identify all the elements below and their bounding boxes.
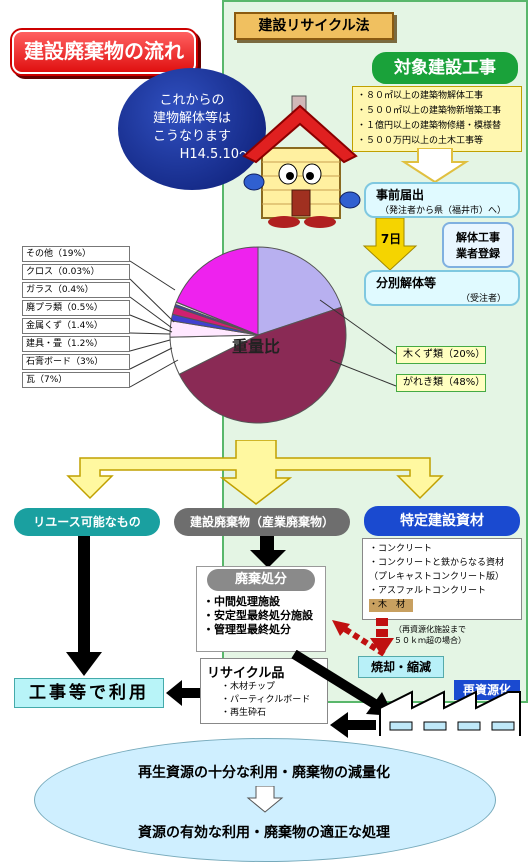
- recycle-products-list: ・木材チップ ・パーティクルボード ・再生砕石: [201, 681, 327, 720]
- target-works-item: ・１億円以上の建築物修繕・模様替: [357, 121, 502, 131]
- sorted-demolition-title: 分別解体等: [376, 276, 437, 290]
- legend-leader-line: [129, 260, 176, 291]
- pie-slice-10: [175, 246, 259, 336]
- industrial-waste-label: 建設廃棄物（産業廃棄物）: [174, 508, 350, 536]
- notice-title: 事前届出: [376, 188, 425, 202]
- factory-icon: [379, 690, 521, 736]
- legend-item: 木くず類（20%）: [396, 346, 486, 364]
- target-works-title: 対象建設工事: [372, 52, 518, 84]
- disposal-list: ・中間処理施設 ・安定型最終処分施設 ・管理型最終処分: [197, 591, 325, 637]
- reuse-down-arrow-icon: [66, 536, 102, 676]
- intro-bubble: これからの 建物解体等は こうなります H14.5.10〜: [118, 68, 266, 190]
- disposal-item: ・安定型最終処分施設: [203, 609, 313, 622]
- material-item: ・アスファルトコンクリート: [369, 586, 487, 596]
- legend-leader-line: [319, 299, 397, 355]
- specified-materials-title: 特定建設資材: [364, 506, 520, 536]
- legend-item: その他（19%）: [22, 246, 130, 262]
- pie-slice-1: [257, 246, 343, 336]
- material-item: （プレキャストコンクリート版）: [369, 572, 505, 582]
- target-works-list: ・８０㎡以上の建築物解体工事 ・５００㎡以上の建築物新増築工事 ・１億円以上の建…: [352, 86, 522, 152]
- material-item: ・コンクリート: [369, 544, 433, 554]
- construction-use-label: 工事等で利用: [14, 678, 164, 708]
- notice-box: 事前届出 （発注者から県（福井市）へ）: [364, 182, 520, 218]
- incineration-label: 焼却・縮減: [358, 656, 444, 678]
- bubble-line: こうなります: [152, 129, 231, 144]
- legend-leader-line: [129, 278, 175, 323]
- bubble-date: H14.5.10〜: [179, 147, 252, 162]
- recycle-products-title: リサイクル品: [207, 666, 285, 681]
- left-arrow-icon: [166, 680, 200, 706]
- pie-slice-9: [175, 301, 259, 336]
- legend-leader-line: [129, 332, 171, 335]
- legend-item: 金属くず（1.4%）: [22, 318, 130, 334]
- bubble-line: 建物解体等は: [152, 111, 231, 126]
- disposal-item: ・管理型最終処分: [203, 623, 291, 636]
- sorted-demolition-sub: （受注者）: [460, 294, 506, 304]
- house-mascot-icon: [242, 95, 361, 228]
- distance-note: （再資源化施設まで ５０ｋｍ超の場合）: [394, 624, 466, 646]
- specified-materials-list: ・コンクリート ・コンクリートと鉄からなる資材 （プレキャストコンクリート版） …: [362, 538, 522, 620]
- legend-leader-line: [129, 347, 173, 370]
- distance-line: （再資源化施設まで: [394, 625, 466, 634]
- material-down-arrow-icon: [370, 618, 394, 656]
- reuse-label: リユース可能なもの: [14, 508, 160, 536]
- legend-leader-line: [329, 359, 397, 387]
- disposal-box: 廃棄処分 ・中間処理施設 ・安定型最終処分施設 ・管理型最終処分: [196, 566, 326, 652]
- pie-slice-2: [178, 306, 347, 424]
- goal-line-2: 資源の有効な利用・廃棄物の適正な処理: [138, 825, 390, 841]
- waste-down-arrow-icon: [250, 536, 286, 568]
- demolition-registration-box: 解体工事 業者登録: [442, 222, 514, 268]
- legend-item: 瓦（7%）: [22, 372, 130, 388]
- registration-line: 業者登録: [456, 247, 500, 260]
- legend-item: 石膏ボード（3%）: [22, 354, 130, 370]
- material-item: ・木 材: [369, 599, 414, 612]
- sorted-demolition-box: 分別解体等 （受注者）: [364, 270, 520, 306]
- chart-title: 重量比: [232, 337, 281, 356]
- recycle-item: ・木材チップ: [221, 682, 276, 692]
- legend-leader-line: [129, 359, 179, 388]
- legend-item: クロス（0.03%）: [22, 264, 130, 280]
- legend-leader-line: [129, 339, 171, 352]
- legend-leader-line: [129, 314, 173, 333]
- seven-days-arrow-icon: [362, 218, 418, 271]
- weight-ratio-pie-chart: [129, 246, 397, 424]
- page-title: 建設廃棄物の流れ: [12, 30, 196, 74]
- legend-item: 建具・畳（1.2%）: [22, 336, 130, 352]
- recycle-item: ・パーティクルボード: [221, 695, 311, 705]
- split-arrows-icon: [66, 440, 444, 505]
- factory-left-arrow-icon: [330, 712, 376, 738]
- material-item: ・コンクリートと鉄からなる資材: [369, 558, 505, 568]
- legend-leader-line: [129, 296, 173, 329]
- bubble-line: これからの: [159, 93, 225, 108]
- legend-item: がれき類（48%）: [396, 374, 486, 392]
- recycling-law-label: 建設リサイクル法: [234, 12, 394, 40]
- notice-sub: （発注者から県（福井市）へ）: [380, 206, 507, 216]
- recycle-products-box: リサイクル品 ・木材チップ ・パーティクルボード ・再生砕石: [200, 658, 328, 724]
- down-arrow-icon: [400, 148, 470, 184]
- disposal-item: ・中間処理施設: [203, 595, 280, 608]
- registration-line: 解体工事: [456, 231, 500, 244]
- disposal-title: 廃棄処分: [207, 569, 315, 591]
- recycle-item: ・再生砕石: [221, 708, 267, 718]
- target-works-item: ・５００万円以上の土木工事等: [357, 136, 484, 146]
- days-label: 7日: [380, 232, 402, 246]
- distance-line: ５０ｋｍ超の場合）: [394, 636, 466, 645]
- goal-down-arrow-icon: [246, 786, 284, 813]
- legend-item: ガラス（0.4%）: [22, 282, 130, 298]
- incineration-arrow-icon: [332, 620, 386, 657]
- legend-item: 廃プラ類（0.5%）: [22, 300, 130, 316]
- goal-line-1: 再生資源の十分な利用・廃棄物の減量化: [138, 765, 390, 781]
- target-works-item: ・５００㎡以上の建築物新増築工事: [357, 106, 502, 116]
- target-works-item: ・８０㎡以上の建築物解体工事: [357, 91, 484, 101]
